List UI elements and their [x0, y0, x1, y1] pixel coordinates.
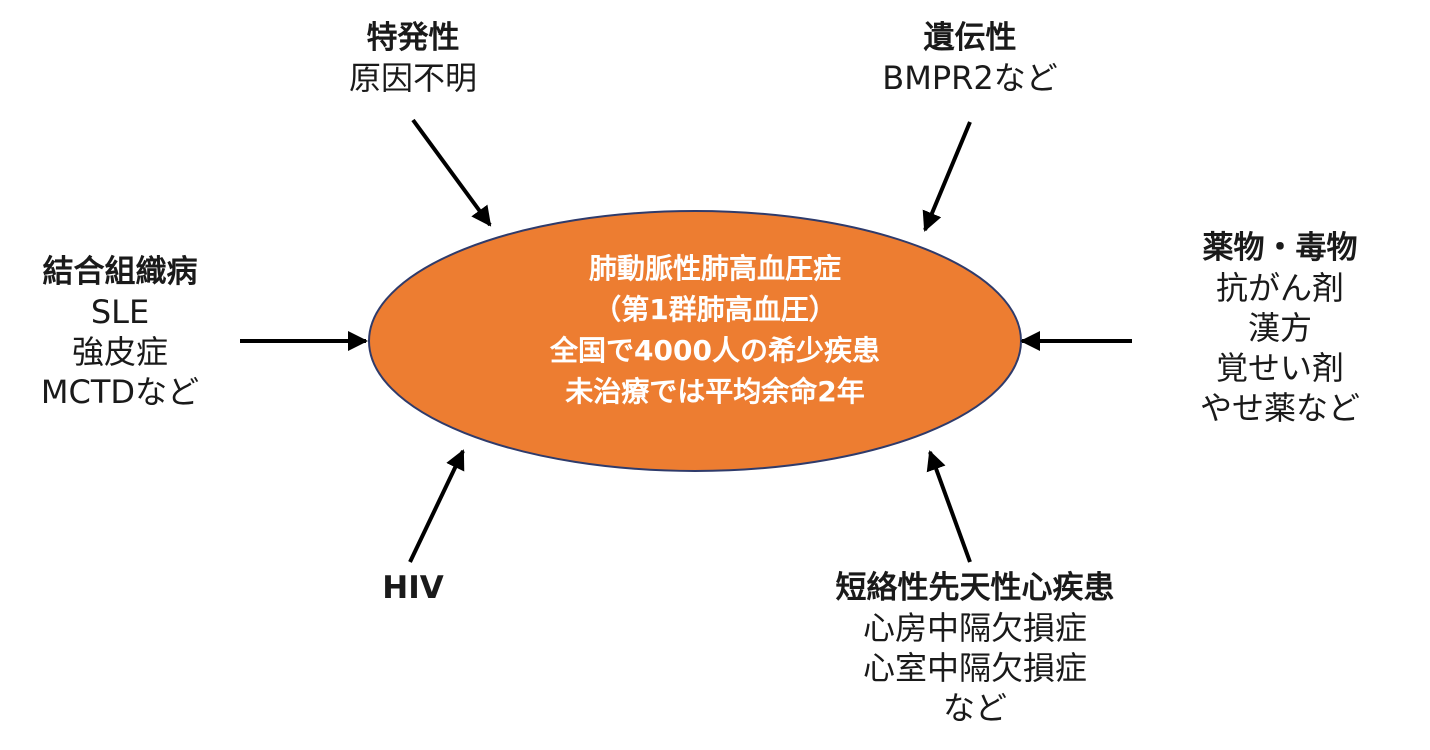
arrow-idiopathic	[411, 118, 492, 227]
arrow-hiv	[408, 449, 465, 563]
center-line-1: 肺動脈性肺高血圧症	[588, 252, 841, 285]
cause-chd-item: など	[942, 689, 1007, 727]
cause-ctd-title: 結合組織病	[42, 254, 198, 290]
center-line-4: 未治療では平均余命2年	[565, 375, 865, 408]
cause-hereditary-title: 遺伝性	[923, 20, 1017, 56]
cause-drugs-title: 薬物・毒物	[1202, 230, 1358, 266]
cause-ctd-item: MCTDなど	[40, 373, 200, 411]
cause-drugs-item: 覚せい剤	[1215, 349, 1344, 387]
cause-chd-item: 心室中隔欠損症	[862, 649, 1087, 687]
cause-drugs-toxins: 薬物・毒物 抗がん剤 漢方 覚せい剤 やせ薬など	[1150, 228, 1410, 428]
center-line-3: 全国で4000人の希少疾患	[550, 334, 880, 367]
cause-hereditary: 遺伝性 BMPR2など	[850, 18, 1090, 98]
arrow-hereditary	[922, 121, 972, 232]
cause-idiopathic: 特発性 原因不明	[293, 18, 533, 98]
cause-drugs-item: やせ薬など	[1199, 389, 1360, 427]
cause-connective-tissue: 結合組織病 SLE 強皮症 MCTDなど	[0, 252, 240, 412]
cause-hiv: HIV	[313, 568, 513, 608]
cause-congenital-heart-disease: 短絡性先天性心疾患 心房中隔欠損症 心室中隔欠損症 など	[790, 568, 1160, 728]
arrow-chd	[926, 450, 972, 563]
cause-hiv-title: HIV	[382, 570, 444, 606]
cause-hereditary-item: BMPR2など	[882, 59, 1058, 97]
cause-chd-title: 短絡性先天性心疾患	[835, 570, 1115, 606]
cause-idiopathic-item: 原因不明	[348, 59, 477, 97]
cause-chd-item: 心房中隔欠損症	[862, 609, 1087, 647]
cause-idiopathic-title: 特発性	[366, 20, 460, 56]
center-text: 肺動脈性肺高血圧症 （第1群肺高血圧） 全国で4000人の希少疾患 未治療では平…	[430, 248, 1000, 412]
cause-drugs-item: 抗がん剤	[1215, 269, 1344, 307]
cause-ctd-item: 強皮症	[71, 333, 168, 371]
cause-drugs-item: 漢方	[1247, 309, 1312, 347]
center-line-2: （第1群肺高血圧）	[593, 293, 837, 326]
cause-ctd-item: SLE	[90, 293, 150, 331]
